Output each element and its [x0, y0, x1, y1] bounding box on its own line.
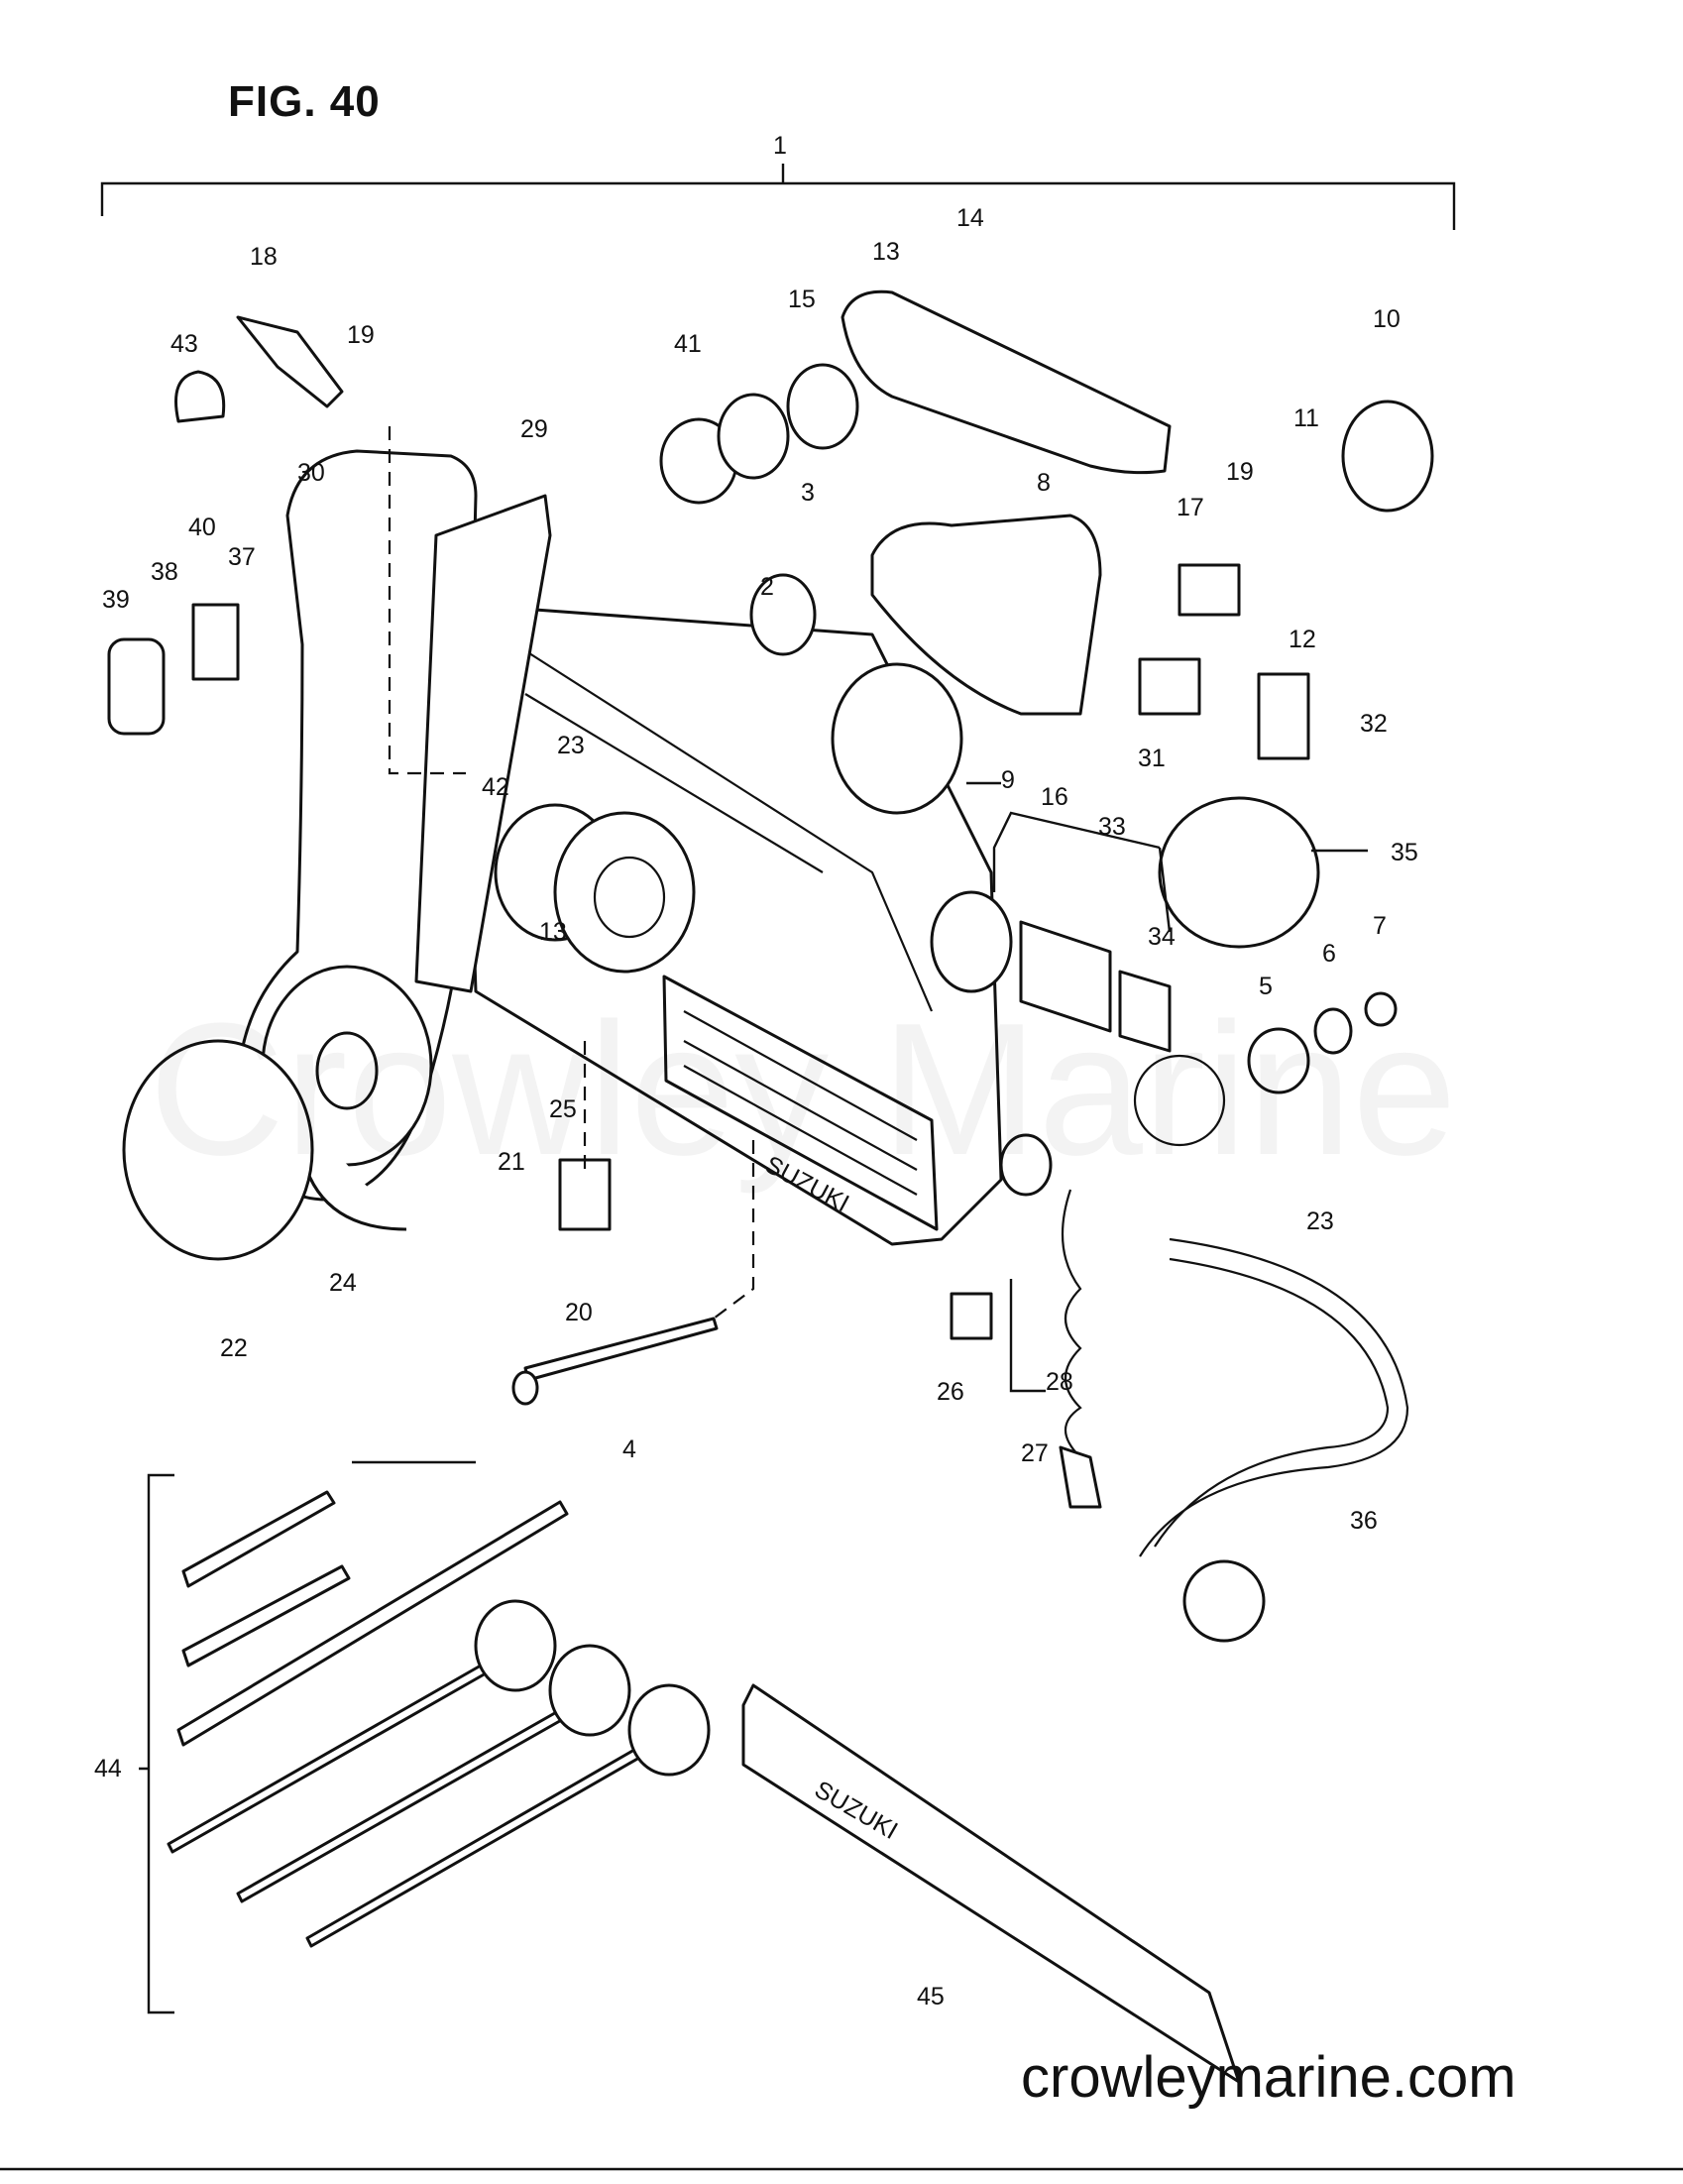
callout-44: 44 [94, 1755, 122, 1782]
callout-42: 42 [482, 773, 509, 801]
switch-holder-31 [1138, 657, 1201, 716]
website-footer: crowleymarine.com [1021, 2045, 1516, 2110]
callout-9: 9 [1001, 766, 1015, 794]
callout-38: 38 [151, 558, 178, 586]
bolt-4 [523, 1317, 719, 1382]
washer-15 [717, 393, 790, 480]
callout-31: 31 [1138, 745, 1166, 772]
lever-arm [236, 449, 478, 1231]
throttle-cam [494, 803, 696, 974]
retainer-ring [1341, 400, 1434, 513]
callout-1: 1 [773, 132, 787, 160]
callout-29: 29 [520, 415, 548, 443]
callout-35: 35 [1391, 839, 1418, 866]
callout-17: 17 [1177, 494, 1204, 521]
callout-40: 40 [188, 514, 216, 541]
callout-39: 39 [102, 586, 130, 614]
callout-33: 33 [1098, 813, 1126, 841]
callout-32: 32 [1360, 710, 1388, 738]
knob-18 [236, 315, 344, 408]
callout-19b: 19 [1226, 458, 1254, 486]
callout-13a: 13 [539, 918, 567, 946]
ignition-switch [930, 890, 1226, 1147]
bolt-4-head [511, 1370, 539, 1406]
callout-5: 5 [1259, 973, 1273, 1000]
cover-35 [1158, 796, 1320, 949]
switch-40 [191, 603, 240, 681]
callout-25: 25 [549, 1095, 577, 1123]
assembly-line [388, 426, 466, 775]
callout-23b: 23 [1306, 1207, 1334, 1235]
callout-10: 10 [1373, 305, 1401, 333]
harness-connector [1182, 1559, 1266, 1643]
callout-12: 12 [1289, 626, 1316, 653]
callout-11: 11 [1293, 404, 1319, 432]
bushing-2 [749, 573, 817, 656]
callout-13b: 13 [872, 238, 900, 266]
callout-27: 27 [1021, 1439, 1049, 1467]
bearing-plate [831, 662, 963, 815]
callout-41: 41 [674, 330, 702, 358]
callout-21: 21 [498, 1148, 525, 1176]
callout-4: 4 [622, 1436, 636, 1463]
callout-37: 37 [228, 543, 256, 571]
washer-6 [1313, 1007, 1353, 1055]
callout-36: 36 [1350, 1507, 1378, 1535]
callout-43: 43 [170, 330, 198, 358]
callout-16: 16 [1041, 783, 1068, 811]
connector-26 [950, 1292, 993, 1340]
assembly-bracket-1 [100, 164, 1456, 230]
neutral-lever-plate [414, 494, 552, 993]
callout-24: 24 [329, 1269, 357, 1297]
callout-3: 3 [801, 479, 815, 507]
cover-cap [122, 1039, 314, 1261]
grommet-5 [1247, 1027, 1310, 1094]
link-plate [870, 514, 1102, 716]
callout-22: 22 [220, 1334, 248, 1362]
leader-lines [352, 781, 1368, 1464]
callout-30: 30 [297, 459, 325, 487]
callout-45: 45 [917, 1983, 945, 2011]
callout-19a: 19 [347, 321, 375, 349]
callout-labels: 1 2 3 4 5 6 7 8 9 10 11 12 13 13 14 15 1… [94, 132, 1418, 2011]
wire-harness [1139, 1237, 1409, 1557]
callout-15: 15 [788, 286, 816, 313]
callout-34: 34 [1148, 923, 1176, 951]
clip-20 [558, 1158, 612, 1231]
cover-39 [107, 637, 166, 736]
callout-26: 26 [937, 1378, 964, 1406]
callout-20: 20 [565, 1299, 593, 1326]
assembly-bracket-44 [139, 1473, 174, 2014]
callout-2: 2 [760, 573, 774, 601]
callout-8: 8 [1037, 469, 1051, 497]
watermark: Crowley Marine [149, 981, 1457, 1198]
callout-23a: 23 [557, 732, 585, 759]
hardware-kit [167, 1490, 711, 1948]
neutral-switch [1257, 672, 1310, 760]
plug-43 [174, 370, 226, 423]
side-cover [741, 1683, 1241, 2084]
stop-switch-lanyard [999, 1133, 1102, 1509]
callout-6: 6 [1322, 940, 1336, 968]
callout-14: 14 [956, 204, 984, 232]
washer-15b [786, 363, 859, 450]
wire-harness-inner [1154, 1257, 1390, 1548]
assembly-line [713, 1140, 755, 1320]
nut-7 [1364, 991, 1398, 1027]
figure-title: FIG. 40 [228, 77, 381, 126]
callout-7: 7 [1373, 912, 1387, 940]
throttle-arm [841, 289, 1172, 475]
callout-28: 28 [1046, 1368, 1073, 1396]
callout-18: 18 [250, 243, 278, 271]
holder-17 [1178, 563, 1241, 617]
